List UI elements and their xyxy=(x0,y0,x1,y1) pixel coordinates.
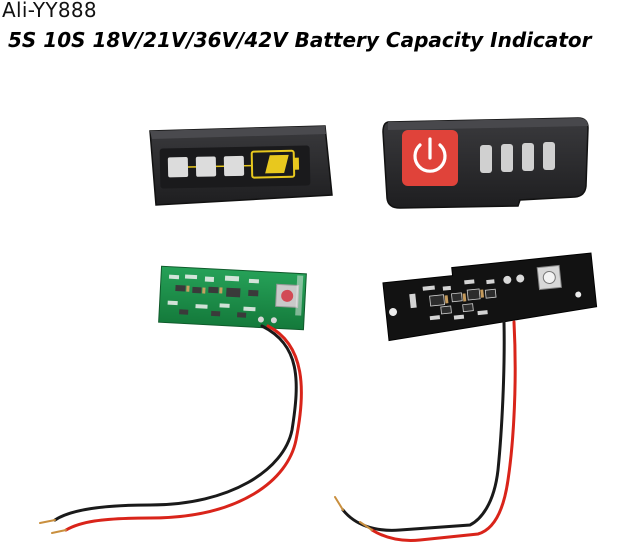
product-title: 5S 10S 18V/21V/36V/42V Battery Capacity … xyxy=(8,28,592,52)
indicator-housing-right xyxy=(382,117,589,209)
power-icon xyxy=(413,137,447,173)
black-pcb-wires xyxy=(334,320,517,542)
battery-icon xyxy=(250,149,300,179)
green-pcb-wires xyxy=(39,324,303,534)
indicator-housing-left xyxy=(149,125,333,206)
power-button xyxy=(402,130,458,186)
green-pcb-module xyxy=(158,265,307,331)
led-segments-left xyxy=(167,149,300,179)
watermark-text: Ali-YY888 xyxy=(2,0,97,22)
led-segments-right xyxy=(480,142,555,173)
black-pcb-module xyxy=(382,252,598,342)
